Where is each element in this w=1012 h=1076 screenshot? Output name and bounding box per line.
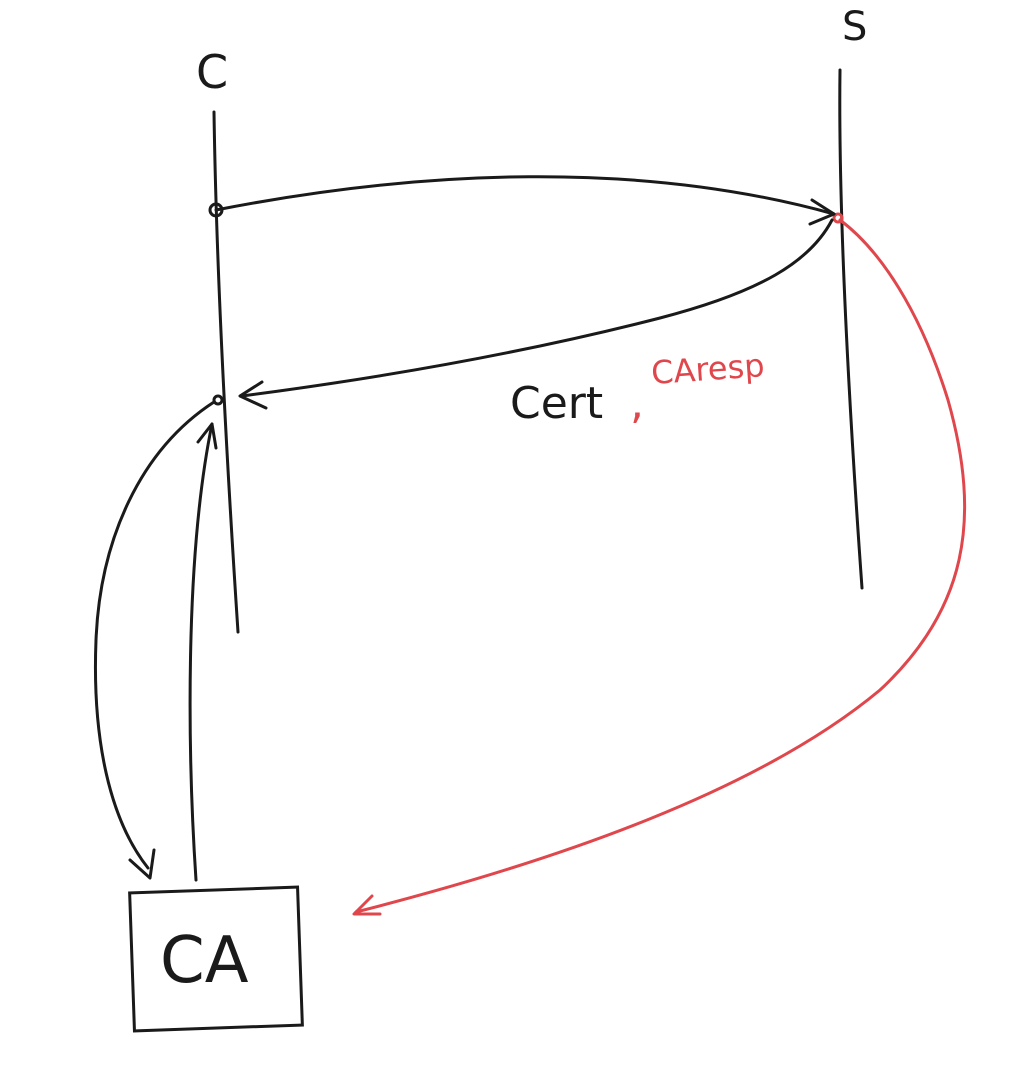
client-to-server-arrow [214, 175, 836, 216]
server-label: S [842, 4, 867, 50]
ca-to-client-arrow [188, 422, 214, 882]
client-to-server-arrowhead [808, 198, 836, 226]
server-lifeline [838, 68, 864, 590]
server-to-ca-arrowhead [352, 894, 382, 916]
client-receive-point [212, 394, 224, 406]
ca-to-client-arrowhead [196, 422, 218, 450]
client-to-ca-arrow [94, 400, 216, 870]
client-lifeline [212, 110, 240, 634]
client-to-ca-arrowhead [128, 848, 156, 880]
caresp-label: CAresp [650, 346, 766, 392]
server-to-ca-arrow [354, 218, 967, 914]
label-separator: , [630, 378, 644, 429]
ca-label: CA [160, 924, 249, 998]
cert-label: Cert [510, 378, 603, 429]
server-event-point [832, 212, 844, 224]
ca-box [128, 885, 304, 1033]
client-label: C [196, 45, 228, 99]
server-to-client-arrow [240, 218, 834, 398]
server-to-client-arrowhead [238, 380, 268, 410]
